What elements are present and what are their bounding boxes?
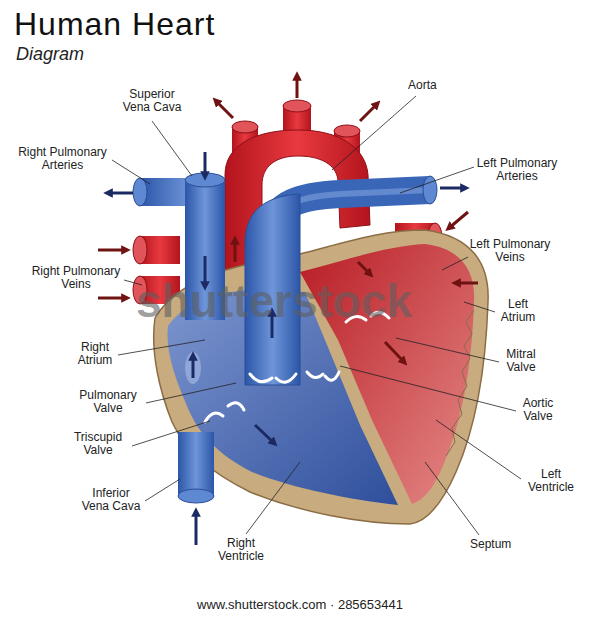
part-label: Right Atrium: [71, 341, 119, 367]
watermark: shutterstock: [136, 276, 476, 326]
valve-flap: [228, 403, 244, 410]
inferior-vena-cava: [178, 432, 214, 503]
part-label: Septum: [470, 538, 522, 551]
flow-arrow: [108, 192, 133, 195]
part-label: Superior Vena Cava: [121, 88, 183, 114]
aorta: [334, 125, 360, 137]
inferior-vena-cava: [178, 432, 214, 496]
part-label: Aorta: [408, 79, 458, 92]
part-label: Pulmonary Valve: [75, 389, 141, 415]
leader-line: [332, 96, 416, 170]
flow-arrow: [98, 297, 126, 300]
leader-line: [112, 160, 150, 184]
left-pulmonary-artery: [280, 190, 430, 214]
leader-line: [340, 366, 516, 411]
leader-line: [464, 302, 495, 312]
valve-flap: [307, 372, 323, 378]
flow-arrow: [449, 212, 468, 228]
aorta: [232, 121, 258, 133]
stock-footer: www.shutterstock.com · 285653441: [120, 597, 480, 613]
leader-line: [425, 462, 479, 535]
flow-arrow: [385, 342, 404, 362]
flow-arrow: [440, 187, 465, 190]
flow-arrow: [255, 425, 274, 443]
diagram-title: Human Heart: [14, 6, 215, 42]
aorta: [283, 100, 311, 112]
valve-flap: [250, 374, 272, 382]
part-label: Triscupid Valve: [68, 431, 128, 457]
flow-arrow: [296, 76, 299, 98]
heart-body: [185, 352, 201, 384]
part-label: Left Ventricle: [522, 468, 580, 494]
right-pulmonary-vein: [133, 236, 147, 264]
leader-line: [246, 462, 300, 534]
part-label: Aortic Valve: [514, 397, 562, 423]
left-pulmonary-artery: [423, 176, 437, 204]
inferior-vena-cava: [178, 489, 214, 503]
valve-flap: [205, 413, 223, 422]
part-label: Right Pulmonary Arteries: [15, 146, 110, 172]
leader-line: [400, 167, 474, 193]
part-label: Left Pulmonary Arteries: [468, 157, 566, 183]
diagram-subtitle: Diagram: [16, 44, 136, 64]
flow-arrow: [98, 76, 478, 545]
heart-body: [446, 310, 474, 456]
leader-line: [436, 420, 521, 479]
leader-line: [112, 96, 521, 535]
flow-arrow: [204, 152, 207, 176]
leader-line: [118, 340, 205, 355]
valve-flap: [325, 372, 339, 380]
part-label: Left Pulmonary Veins: [461, 238, 559, 264]
leader-line: [396, 338, 499, 362]
valve-flap: [205, 312, 389, 422]
flow-arrow: [358, 262, 370, 274]
flow-arrow: [234, 240, 237, 262]
valve-flap: [276, 374, 296, 382]
right-pulmonary-artery: [133, 178, 147, 206]
leader-line: [152, 121, 192, 176]
flow-arrow: [98, 249, 126, 252]
part-label: Right Ventricle: [212, 537, 270, 563]
part-label: Mitral Valve: [497, 348, 545, 374]
flow-arrow: [192, 356, 195, 378]
leader-line: [146, 383, 236, 403]
part-label: Right Pulmonary Veins: [26, 265, 126, 291]
part-label: Left Atrium: [494, 298, 542, 324]
flow-arrow: [195, 512, 198, 545]
leader-line: [145, 479, 180, 501]
flow-arrow: [216, 101, 233, 118]
part-label: Inferior Vena Cava: [80, 487, 142, 513]
leader-line: [442, 257, 468, 270]
leader-line: [132, 421, 210, 446]
flow-arrow: [360, 104, 377, 121]
flow-arrow: [456, 282, 478, 285]
